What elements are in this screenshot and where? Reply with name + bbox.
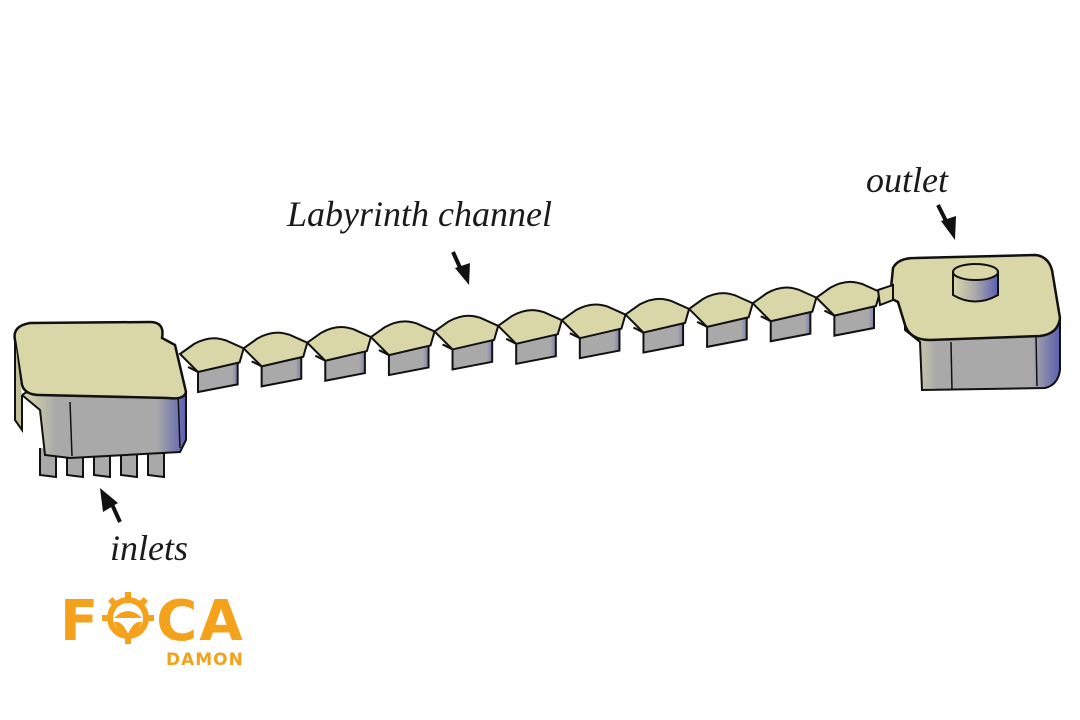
logo-subtitle: DAMON bbox=[166, 650, 244, 670]
arrow-inlets bbox=[100, 488, 122, 523]
channel-segment-top bbox=[178, 337, 245, 374]
channel-segment-top bbox=[242, 331, 309, 368]
logo-letters-ca: CA bbox=[156, 589, 245, 654]
foca-damon-logo: F CA DAMON bbox=[60, 592, 280, 672]
arrow-outlet bbox=[936, 204, 956, 240]
channel-segment-top bbox=[687, 292, 754, 329]
channel-segment-top bbox=[751, 286, 818, 323]
inlet-block bbox=[13, 320, 188, 460]
channel-segment-top bbox=[369, 320, 436, 357]
channel-segment-top bbox=[433, 314, 500, 351]
outlet-cylinder bbox=[952, 263, 999, 303]
labyrinth-channel bbox=[178, 280, 882, 394]
inlets-label: inlets bbox=[110, 528, 188, 568]
channel-segment-top bbox=[623, 297, 691, 334]
outlet-label: outlet bbox=[866, 160, 948, 200]
inlet-pin bbox=[147, 448, 165, 479]
logo-letter-f: F bbox=[60, 589, 101, 654]
logo-wordmark: F CA bbox=[60, 592, 245, 650]
channel-segment-top bbox=[305, 326, 373, 362]
channel-segment-top bbox=[496, 309, 564, 345]
arrow-labyrinth bbox=[451, 251, 470, 285]
gear-leaf-icon bbox=[102, 592, 155, 644]
channel-segment-top bbox=[560, 303, 627, 340]
labyrinth-channel-label: Labyrinth channel bbox=[287, 194, 552, 234]
